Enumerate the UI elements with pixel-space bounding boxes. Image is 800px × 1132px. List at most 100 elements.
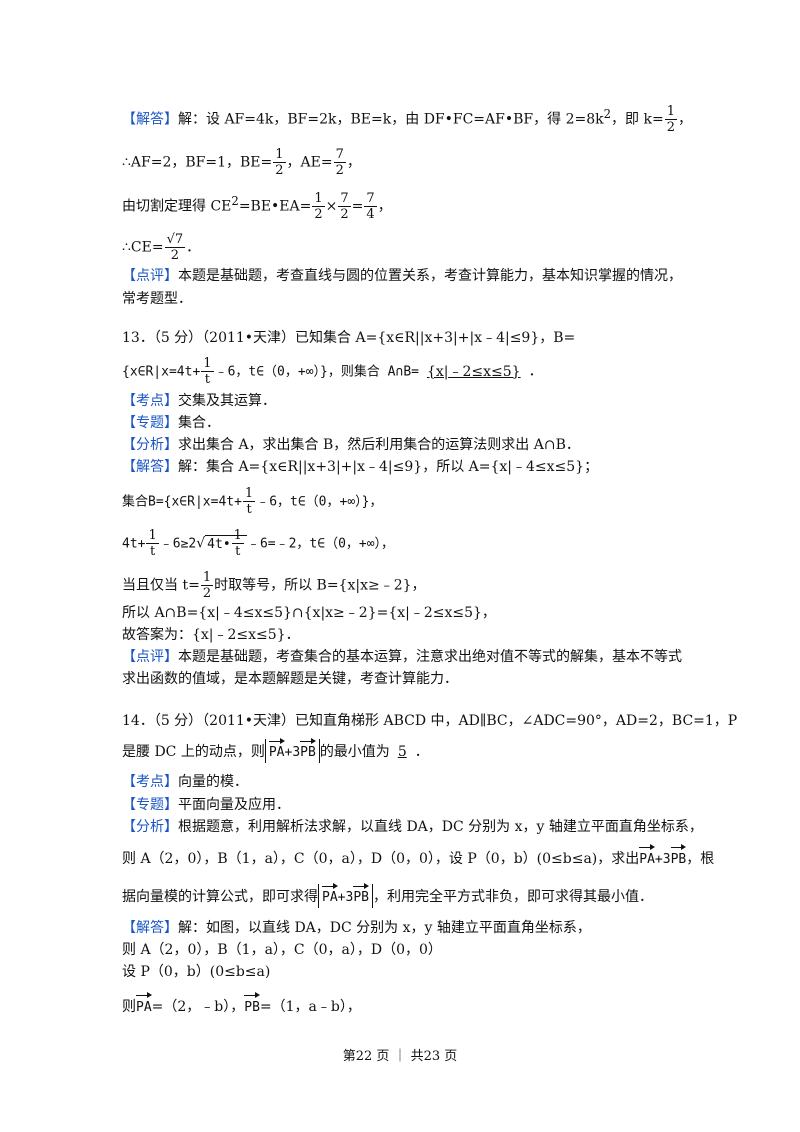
q13-dianping2: 求出函数的值域，是本题解题是关键，考查计算能力． [122, 668, 690, 690]
text: 是腰 DC 上的动点，则 [122, 744, 265, 760]
math-text: ﹣6≥2 [159, 536, 197, 552]
text: ，即 k= [611, 111, 664, 128]
q13-so: 所以 A∩B={x|﹣4≤x≤5}∩{x|x≥﹣2}={x|﹣2≤x≤5}， [122, 602, 690, 624]
text: ， [677, 111, 692, 128]
text: =BE•EA= [238, 198, 312, 215]
comment12-line2: 常考题型． [122, 288, 690, 310]
numerator: 7 [364, 191, 377, 208]
question-text: 13．（5 分）（2011•天津）已知集合 A={x∈R||x+3|+|x﹣4|… [122, 330, 576, 346]
q14-jieda2: 则 A（2，0），B（1，a），C（0，a），D（0，0） [122, 939, 690, 961]
q14-fenxi1: 【分析】根据题意，利用解析法求解，以直线 DA，DC 分别为 x，y 轴建立平面… [122, 816, 703, 838]
math-text: +3 [284, 745, 301, 760]
subject-tag: 【专题】 [122, 415, 178, 431]
denominator: t [246, 502, 252, 517]
math-text: 4t+ [122, 536, 146, 552]
numerator: 1 [146, 528, 159, 544]
vector-sum: PA+3PB [639, 844, 686, 867]
analysis-tag: 【分析】 [122, 819, 178, 835]
question-text: 14．（5 分）（2011•天津）已知直角梯形 ABCD 中，AD∥BC，∠AD… [122, 713, 738, 729]
q13-dianping1: 【点评】本题是基础题，考查集合的基本运算，注意求出绝对值不等式的解集，基本不等式 [122, 646, 690, 668]
text: ． [414, 744, 429, 760]
denominator: 2 [666, 120, 675, 136]
text: ， [377, 198, 392, 215]
q13-zhuanti: 【专题】集合． [122, 412, 690, 434]
comment12-line1: 【点评】本题是基础题，考查直线与圆的位置关系，考查计算能力，基本知识掌握的情况， [122, 265, 690, 287]
text: 解：集合 A={x∈R||x+3|+|x﹣4|≤9}，所以 A={x|﹣4≤x≤… [178, 459, 599, 475]
math-text: {x∈R|x=4t+ [122, 364, 201, 380]
math-text: ﹣6，t∈（0，+∞）}， [256, 494, 383, 510]
q14-jieda3: 设 P（0，b）(0≤b≤a) [122, 961, 690, 983]
math-text: +3 [337, 890, 354, 905]
q14-jieda1: 【解答】解：如图，以直线 DA，DC 分别为 x，y 轴建立平面直角坐标系， [122, 917, 690, 939]
q13-final: 故答案为：{x|﹣2≤x≤5}． [122, 624, 690, 646]
q13-jieda: 【解答】解：集合 A={x∈R||x+3|+|x﹣4|≤9}，所以 A={x|﹣… [122, 456, 690, 478]
denominator: t [150, 544, 156, 559]
math-text: ﹣6=﹣2，t∈（0，+∞）， [246, 536, 395, 552]
q14-header: 14．（5 分）（2011•天津）已知直角梯形 ABCD 中，AD∥BC，∠AD… [122, 710, 737, 732]
text: ， [346, 154, 361, 171]
solution-tag: 【解答】 [122, 920, 178, 936]
text: 交集及其运算． [178, 393, 276, 409]
numerator: 1 [242, 486, 256, 502]
vector-magnitude: PA+3PB [318, 883, 373, 908]
topic-tag: 【考点】 [122, 393, 178, 409]
text: 则 [122, 999, 136, 1015]
numerator-sqrt: √7 [164, 232, 186, 248]
text: ，利用完全平方式非负，即可求得其最小值． [372, 889, 653, 905]
text: =（2，﹣b）， [151, 999, 245, 1015]
vector-pb: PB [244, 992, 260, 1019]
numerator: 1 [312, 191, 325, 208]
vector-pb: PB [300, 738, 316, 763]
vector-pa: PA [136, 992, 152, 1019]
analysis-tag: 【分析】 [122, 437, 178, 453]
text: ∴AF=2，BF=1，BE= [122, 154, 273, 171]
topic-tag: 【考点】 [122, 774, 178, 790]
vector-pa: PA [639, 844, 655, 871]
equals-sign: = [351, 198, 364, 215]
text: 本题是基础题，考查集合的基本运算，注意求出绝对值不等式的解集，基本不等式 [178, 649, 682, 665]
vector-pa: PA [268, 738, 285, 763]
text: 求出集合 A，求出集合 B，然后利用集合的运算法则求出 A∩B． [178, 437, 580, 453]
text: 则 A（2，0），B（1，a），C（0，a），D（0，0） [122, 942, 442, 958]
text: 由切割定理得 CE [122, 198, 232, 215]
q14-kaodian: 【考点】向量的模． [122, 771, 690, 793]
superscript: 2 [231, 194, 239, 208]
math-text: +3 [654, 852, 671, 867]
answer12-line1: 【解答】解：设 AF=4k，BF=2k，BE=k，由 DF•FC=AF•BF，得… [122, 103, 692, 136]
text: 解：如图，以直线 DA，DC 分别为 x，y 轴建立平面直角坐标系， [178, 920, 591, 936]
q13-header: 13．（5 分）（2011•天津）已知集合 A={x∈R||x+3|+|x﹣4|… [122, 327, 690, 349]
text: 根据题意，利用解析法求解，以直线 DA，DC 分别为 x，y 轴建立平面直角坐标… [178, 819, 703, 835]
text: 求出函数的值域，是本题解题是关键，考查计算能力． [122, 671, 458, 687]
denominator: 2 [314, 207, 323, 223]
solution-tag: 【解答】 [122, 459, 178, 475]
comment-tag: 【点评】 [122, 649, 178, 665]
numerator: 1 [201, 356, 214, 372]
denominator: 2 [340, 207, 349, 223]
text: 平面向量及应用． [178, 797, 290, 813]
text: 据向量模的计算公式，即可求得 [122, 889, 318, 905]
vector-magnitude: PA+3PB [264, 738, 320, 763]
denominator: 4 [366, 207, 375, 223]
text: =（1，a﹣b）， [259, 999, 361, 1015]
numerator: 1 [200, 570, 214, 586]
subject-tag: 【专题】 [122, 797, 178, 813]
numerator: 1 [273, 147, 286, 163]
